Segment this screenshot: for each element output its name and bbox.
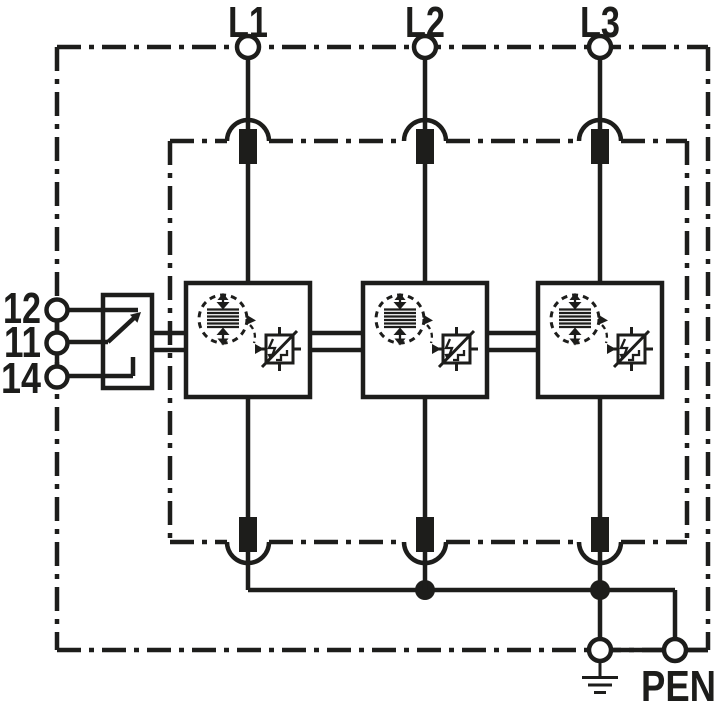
module-linkage-lines [152, 330, 538, 353]
linkage-switch-module1 [152, 330, 186, 353]
terminal-l1 [234, 33, 262, 61]
inner-device-border [167, 117, 690, 566]
changeover-lever-arrowhead [130, 312, 141, 323]
terminal-11 [44, 330, 70, 356]
earth-bus-lines [248, 587, 678, 639]
remote-contact-label-12: 12 [3, 284, 41, 333]
terminal-l3 [586, 33, 614, 61]
terminal-earth [586, 636, 614, 664]
remote-signalling-contact [68, 292, 155, 391]
linkage-module1-module2 [310, 330, 363, 353]
changeover-lever [106, 316, 136, 344]
remote-contact-label-11: 11 [4, 318, 41, 367]
phase-label-l3: L3 [580, 0, 620, 47]
terminals [44, 33, 708, 664]
remote-contact-label-14: 14 [1, 354, 41, 403]
protection-path-l2 [363, 58, 487, 590]
protection-path-l3 [538, 58, 662, 590]
ground-symbol [582, 661, 618, 694]
phase-label-l1: L1 [228, 0, 268, 47]
linkage-module2-module3 [487, 330, 538, 353]
pen-label: PEN [641, 662, 716, 703]
changeover-contact-box [100, 292, 155, 391]
phase-label-l2: L2 [405, 0, 445, 47]
protection-path-l1 [186, 58, 310, 590]
terminal-14 [44, 364, 70, 390]
terminal-12 [44, 297, 70, 323]
ground-bars-icon [582, 676, 618, 694]
terminal-pen [661, 636, 689, 664]
terminal-l2 [411, 33, 439, 61]
contact-line-14 [68, 357, 136, 379]
earth-bus [248, 580, 678, 639]
